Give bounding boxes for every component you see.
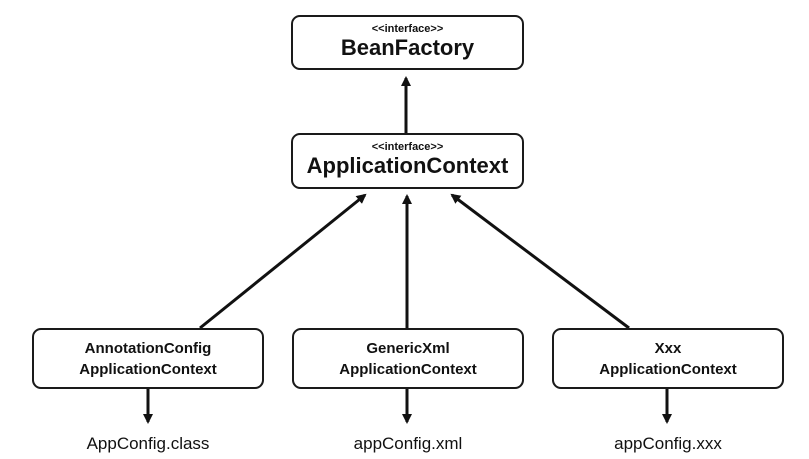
- context-name-line1: Xxx: [654, 339, 682, 357]
- config-source-label: AppConfig.class: [86, 434, 210, 453]
- config-source-label: appConfig.xml: [353, 434, 463, 453]
- context-name-line1: GenericXml: [366, 339, 450, 357]
- implements-arrow-xxx: [450, 193, 630, 330]
- annotation-config-context-box: AnnotationConfig ApplicationContext: [32, 328, 264, 389]
- xxx-context-box: Xxx ApplicationContext: [552, 328, 784, 389]
- bean-factory-box: <<interface>> BeanFactory: [291, 15, 524, 70]
- stereotype-label: <<interface>>: [371, 141, 444, 153]
- generic-xml-context-box: GenericXml ApplicationContext: [292, 328, 524, 389]
- context-name-line2: ApplicationContext: [599, 360, 737, 378]
- implements-arrow-annotation: [199, 193, 367, 330]
- stereotype-label: <<interface>>: [371, 22, 444, 35]
- context-name-line1: AnnotationConfig: [84, 339, 212, 357]
- config-source-label: appConfig.xxx: [614, 434, 722, 453]
- bean-factory-name: BeanFactory: [340, 34, 475, 60]
- application-context-name: ApplicationContext: [306, 153, 509, 178]
- application-context-box: <<interface>> ApplicationContext: [291, 133, 524, 189]
- context-name-line2: ApplicationContext: [79, 360, 217, 378]
- context-name-line2: ApplicationContext: [339, 360, 477, 378]
